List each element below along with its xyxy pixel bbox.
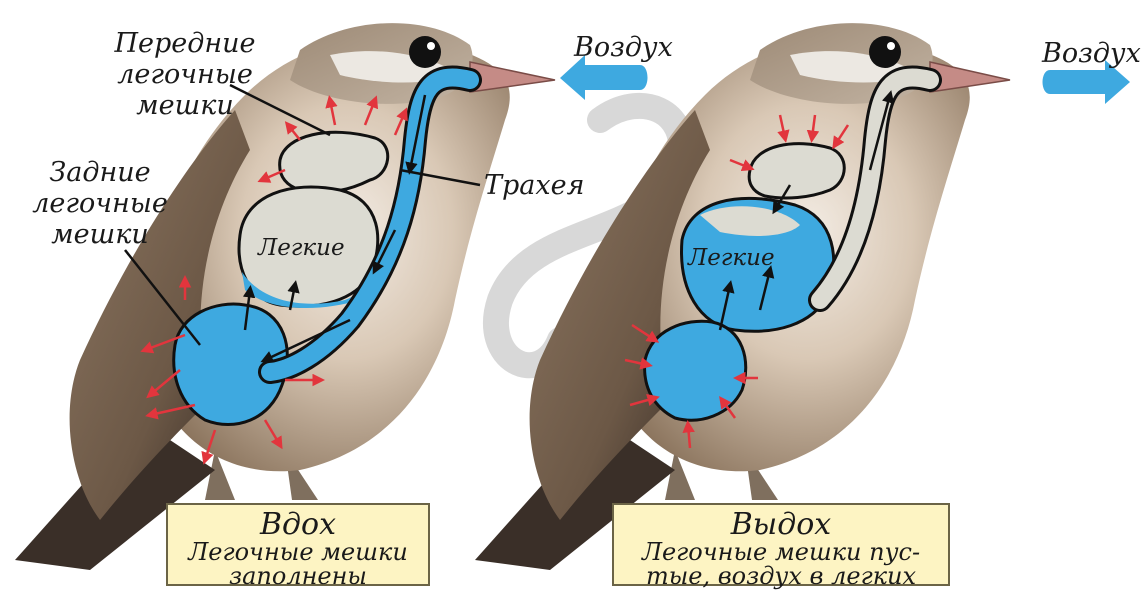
bird-inhale [15,23,555,570]
label-front-air-sacs: Передние легочные мешки [110,28,260,121]
label-air-left: Воздух [574,32,673,63]
label-rear-line2: легочные [30,188,170,219]
caption-exhale: Выдох Легочные мешки пус- тые, воздух в … [612,503,950,586]
label-trachea: Трахея [484,170,584,201]
front-air-sac-right [749,144,844,198]
rear-air-sac-right [645,321,746,420]
bird-exhale [475,23,1010,570]
caption-inhale: Вдох Легочные мешки заполнены [166,503,430,586]
label-lungs-right: Легкие [688,243,775,274]
label-air-right: Воздух [1042,38,1141,69]
caption-exhale-title: Выдох [614,507,948,542]
label-rear-line1: Задние [30,157,170,188]
label-rear-line3: мешки [30,219,170,250]
caption-exhale-line2: тые, воздух в легких [614,563,948,590]
label-front-line1: Передние [110,28,260,59]
label-front-line2: легочные [110,59,260,90]
label-lungs-left: Легкие [258,233,345,264]
label-front-line3: мешки [110,90,260,121]
label-rear-air-sacs: Задние легочные мешки [30,157,170,250]
caption-inhale-title: Вдох [168,507,428,542]
caption-inhale-line2: заполнены [168,563,428,590]
